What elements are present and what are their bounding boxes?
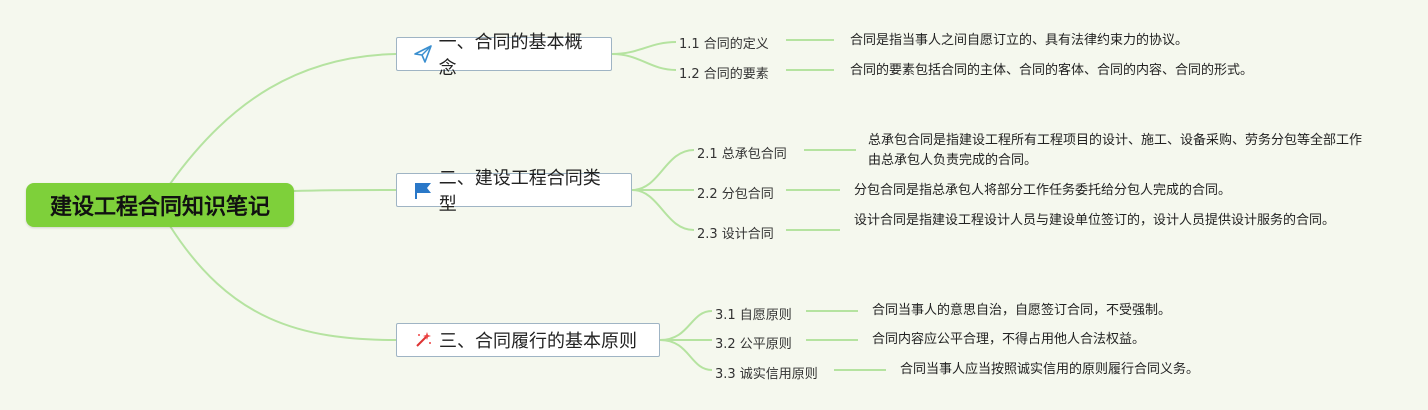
leaf-note-3-3[interactable]: 合同当事人应当按照诚实信用的原则履行合同义务。 xyxy=(900,362,1200,377)
subtopic-1-2[interactable]: 1.2 合同的要素 xyxy=(679,67,769,82)
branch-node-basic-concepts[interactable]: 一、合同的基本概念 xyxy=(396,32,612,79)
leaf-note-2-1[interactable]: 总承包合同是指建设工程所有工程项目的设计、施工、设备采购、劳务分包等全部工作由总… xyxy=(868,133,1363,168)
subtopic-3-3[interactable]: 3.3 诚实信用原则 xyxy=(715,367,818,382)
subtopic-2-1[interactable]: 2.1 总承包合同 xyxy=(697,147,787,162)
root-node[interactable]: 建设工程合同知识笔记 xyxy=(26,183,294,227)
leaf-note-1-1[interactable]: 合同是指当事人之间自愿订立的、具有法律约束力的协议。 xyxy=(850,33,1189,48)
subtopic-2-3[interactable]: 2.3 设计合同 xyxy=(697,227,774,242)
subtopic-2-2[interactable]: 2.2 分包合同 xyxy=(697,187,774,202)
leaf-note-1-2[interactable]: 合同的要素包括合同的主体、合同的客体、合同的内容、合同的形式。 xyxy=(850,63,1254,78)
subtopic-3-2[interactable]: 3.2 公平原则 xyxy=(715,337,792,352)
subtopic-3-1[interactable]: 3.1 自愿原则 xyxy=(715,308,792,323)
branch-node-performance-principles[interactable]: 三、合同履行的基本原则 xyxy=(396,323,660,357)
paper-plane-icon xyxy=(413,44,433,64)
branch-title: 三、合同履行的基本原则 xyxy=(439,331,637,352)
root-title: 建设工程合同知识笔记 xyxy=(49,195,270,220)
leaf-note-3-2[interactable]: 合同内容应公平合理，不得占用他人合法权益。 xyxy=(872,332,1146,347)
leaf-note-3-1[interactable]: 合同当事人的意思自治，自愿签订合同，不受强制。 xyxy=(872,303,1172,318)
leaf-note-2-2[interactable]: 分包合同是指总承包人将部分工作任务委托给分包人完成的合同。 xyxy=(854,183,1232,198)
branch-node-contract-types[interactable]: 二、建设工程合同类型 xyxy=(396,168,632,215)
magic-wand-icon xyxy=(413,330,433,350)
branch-title: 一、合同的基本概念 xyxy=(438,32,583,79)
leaf-note-2-3[interactable]: 设计合同是指建设工程设计人员与建设单位签订的，设计人员提供设计服务的合同。 xyxy=(854,213,1336,228)
subtopic-1-1[interactable]: 1.1 合同的定义 xyxy=(679,37,769,52)
flag-icon xyxy=(413,180,433,200)
branch-title: 二、建设工程合同类型 xyxy=(438,168,601,215)
